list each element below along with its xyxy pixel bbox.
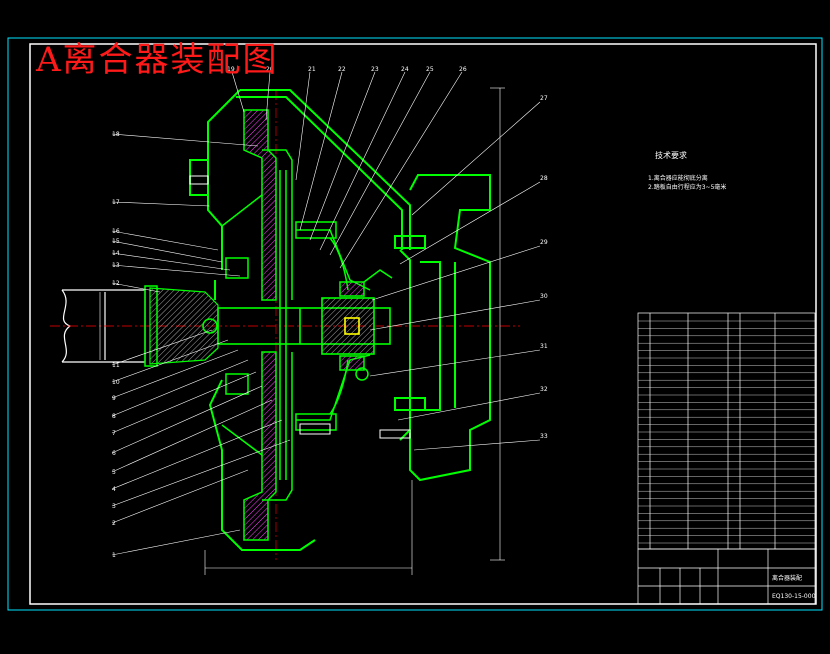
balloon-24: 24 — [401, 66, 409, 73]
balloon-20: 20 — [266, 66, 274, 73]
leader-lines-top — [231, 71, 541, 269]
pressure-plate — [243, 109, 293, 541]
balloon-31: 31 — [540, 343, 548, 350]
balloon-17: 17 — [112, 199, 120, 206]
tech-requirements-text: 1.离合器应能彻底分离 2.踏板自由行程应为3~5毫米 — [648, 174, 726, 192]
sheet-outer-border — [7, 37, 823, 611]
balloon-3: 3 — [112, 503, 116, 510]
balloon-13: 13 — [112, 262, 120, 269]
balloon-27: 27 — [540, 95, 548, 102]
balloon-11: 11 — [112, 362, 120, 369]
balloon-28: 28 — [540, 175, 548, 182]
balloon-4: 4 — [112, 486, 116, 493]
balloon-18: 18 — [112, 131, 120, 138]
balloon-8: 8 — [112, 413, 116, 420]
driven-disc — [221, 170, 287, 480]
output-shaft — [202, 297, 391, 355]
balloon-26: 26 — [459, 66, 467, 73]
parts-list-rows — [638, 320, 815, 544]
balloon-7: 7 — [112, 430, 116, 437]
release-bearing — [339, 269, 393, 381]
balloon-6: 6 — [112, 450, 116, 457]
balloon-labels-left: 18 17 16 15 14 13 12 11 10 9 8 7 6 5 4 3 2 1 — [112, 131, 120, 559]
title-block — [637, 548, 816, 605]
leader-lines-left — [111, 133, 291, 556]
dimension-lines — [99, 87, 505, 575]
sheet-inner-border — [29, 43, 817, 605]
balloon-22: 22 — [338, 66, 346, 73]
drawing-title: A离合器装配图 — [36, 40, 279, 80]
drawing-name: 离合器装配 — [772, 574, 802, 582]
balloon-33: 33 — [540, 433, 548, 440]
spline-hub — [144, 285, 219, 367]
balloon-labels-right: 28 29 30 31 32 33 — [540, 175, 548, 440]
balloon-29: 29 — [540, 239, 548, 246]
balloon-14: 14 — [112, 250, 120, 257]
bolts — [189, 175, 411, 439]
balloon-23: 23 — [371, 66, 379, 73]
balloon-32: 32 — [540, 386, 548, 393]
balloon-25: 25 — [426, 66, 434, 73]
balloon-12: 12 — [112, 280, 120, 287]
balloon-1: 1 — [112, 552, 116, 559]
balloon-15: 15 — [112, 238, 120, 245]
tech-requirement-2: 2.踏板自由行程应为3~5毫米 — [648, 184, 727, 191]
balloon-labels-top: 19 20 21 22 23 24 25 26 27 — [227, 66, 548, 102]
tech-requirements-heading: 技术要求 — [655, 151, 687, 160]
balloon-30: 30 — [540, 293, 548, 300]
balloon-19: 19 — [227, 66, 235, 73]
balloon-9: 9 — [112, 395, 116, 402]
balloon-10: 10 — [112, 379, 120, 386]
balloon-16: 16 — [112, 228, 120, 235]
clutch-housing — [189, 89, 411, 551]
balloon-2: 2 — [112, 520, 116, 527]
balloon-21: 21 — [308, 66, 316, 73]
balloon-5: 5 — [112, 469, 116, 476]
drawing-number: EQ130-15-000 — [772, 593, 816, 600]
tech-requirement-1: 1.离合器应能彻底分离 — [648, 175, 708, 182]
leader-lines-right — [369, 181, 541, 451]
